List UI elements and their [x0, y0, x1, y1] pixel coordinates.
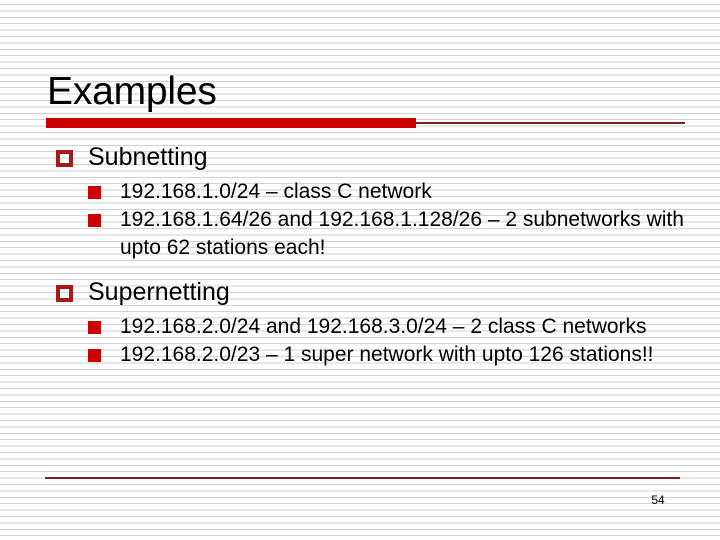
bullet-sublist: 192.168.2.0/24 and 192.168.3.0/24 – 2 cl… — [0, 313, 720, 369]
page-number: 54 — [651, 493, 665, 507]
bullet-item-level1: Subnetting — [0, 141, 720, 174]
title-underline-thick — [46, 118, 416, 128]
bullet-item-level2: 192.168.2.0/23 – 1 super network with up… — [0, 341, 720, 369]
solid-square-bullet-icon — [88, 321, 101, 334]
bullet-level2-label: 192.168.1.64/26 and 192.168.1.128/26 – 2… — [120, 208, 684, 259]
bullet-item-level1: Supernetting — [0, 276, 720, 309]
bullet-item-level2: 192.168.2.0/24 and 192.168.3.0/24 – 2 cl… — [0, 313, 720, 341]
page-title: Examples — [47, 70, 217, 113]
bullet-sublist: 192.168.1.0/24 – class C network 192.168… — [0, 178, 720, 262]
hollow-square-bullet-icon — [56, 285, 73, 302]
solid-square-bullet-icon — [88, 349, 101, 362]
bullet-level2-label: 192.168.1.0/24 – class C network — [120, 180, 432, 203]
solid-square-bullet-icon — [88, 214, 101, 227]
bullet-item-level2: 192.168.1.64/26 and 192.168.1.128/26 – 2… — [0, 206, 720, 262]
solid-square-bullet-icon — [88, 186, 101, 199]
footer-divider — [45, 477, 680, 479]
bullet-level2-label: 192.168.2.0/24 and 192.168.3.0/24 – 2 cl… — [120, 315, 647, 338]
bullet-level2-label: 192.168.2.0/23 – 1 super network with up… — [120, 343, 654, 366]
bullet-level1-label: Subnetting — [88, 143, 208, 171]
section-spacer — [0, 262, 720, 276]
hollow-square-bullet-icon — [56, 150, 73, 167]
bullet-item-level2: 192.168.1.0/24 – class C network — [0, 178, 720, 206]
bullet-level1-label: Supernetting — [88, 278, 230, 306]
slide-body: Subnetting 192.168.1.0/24 – class C netw… — [0, 141, 720, 369]
